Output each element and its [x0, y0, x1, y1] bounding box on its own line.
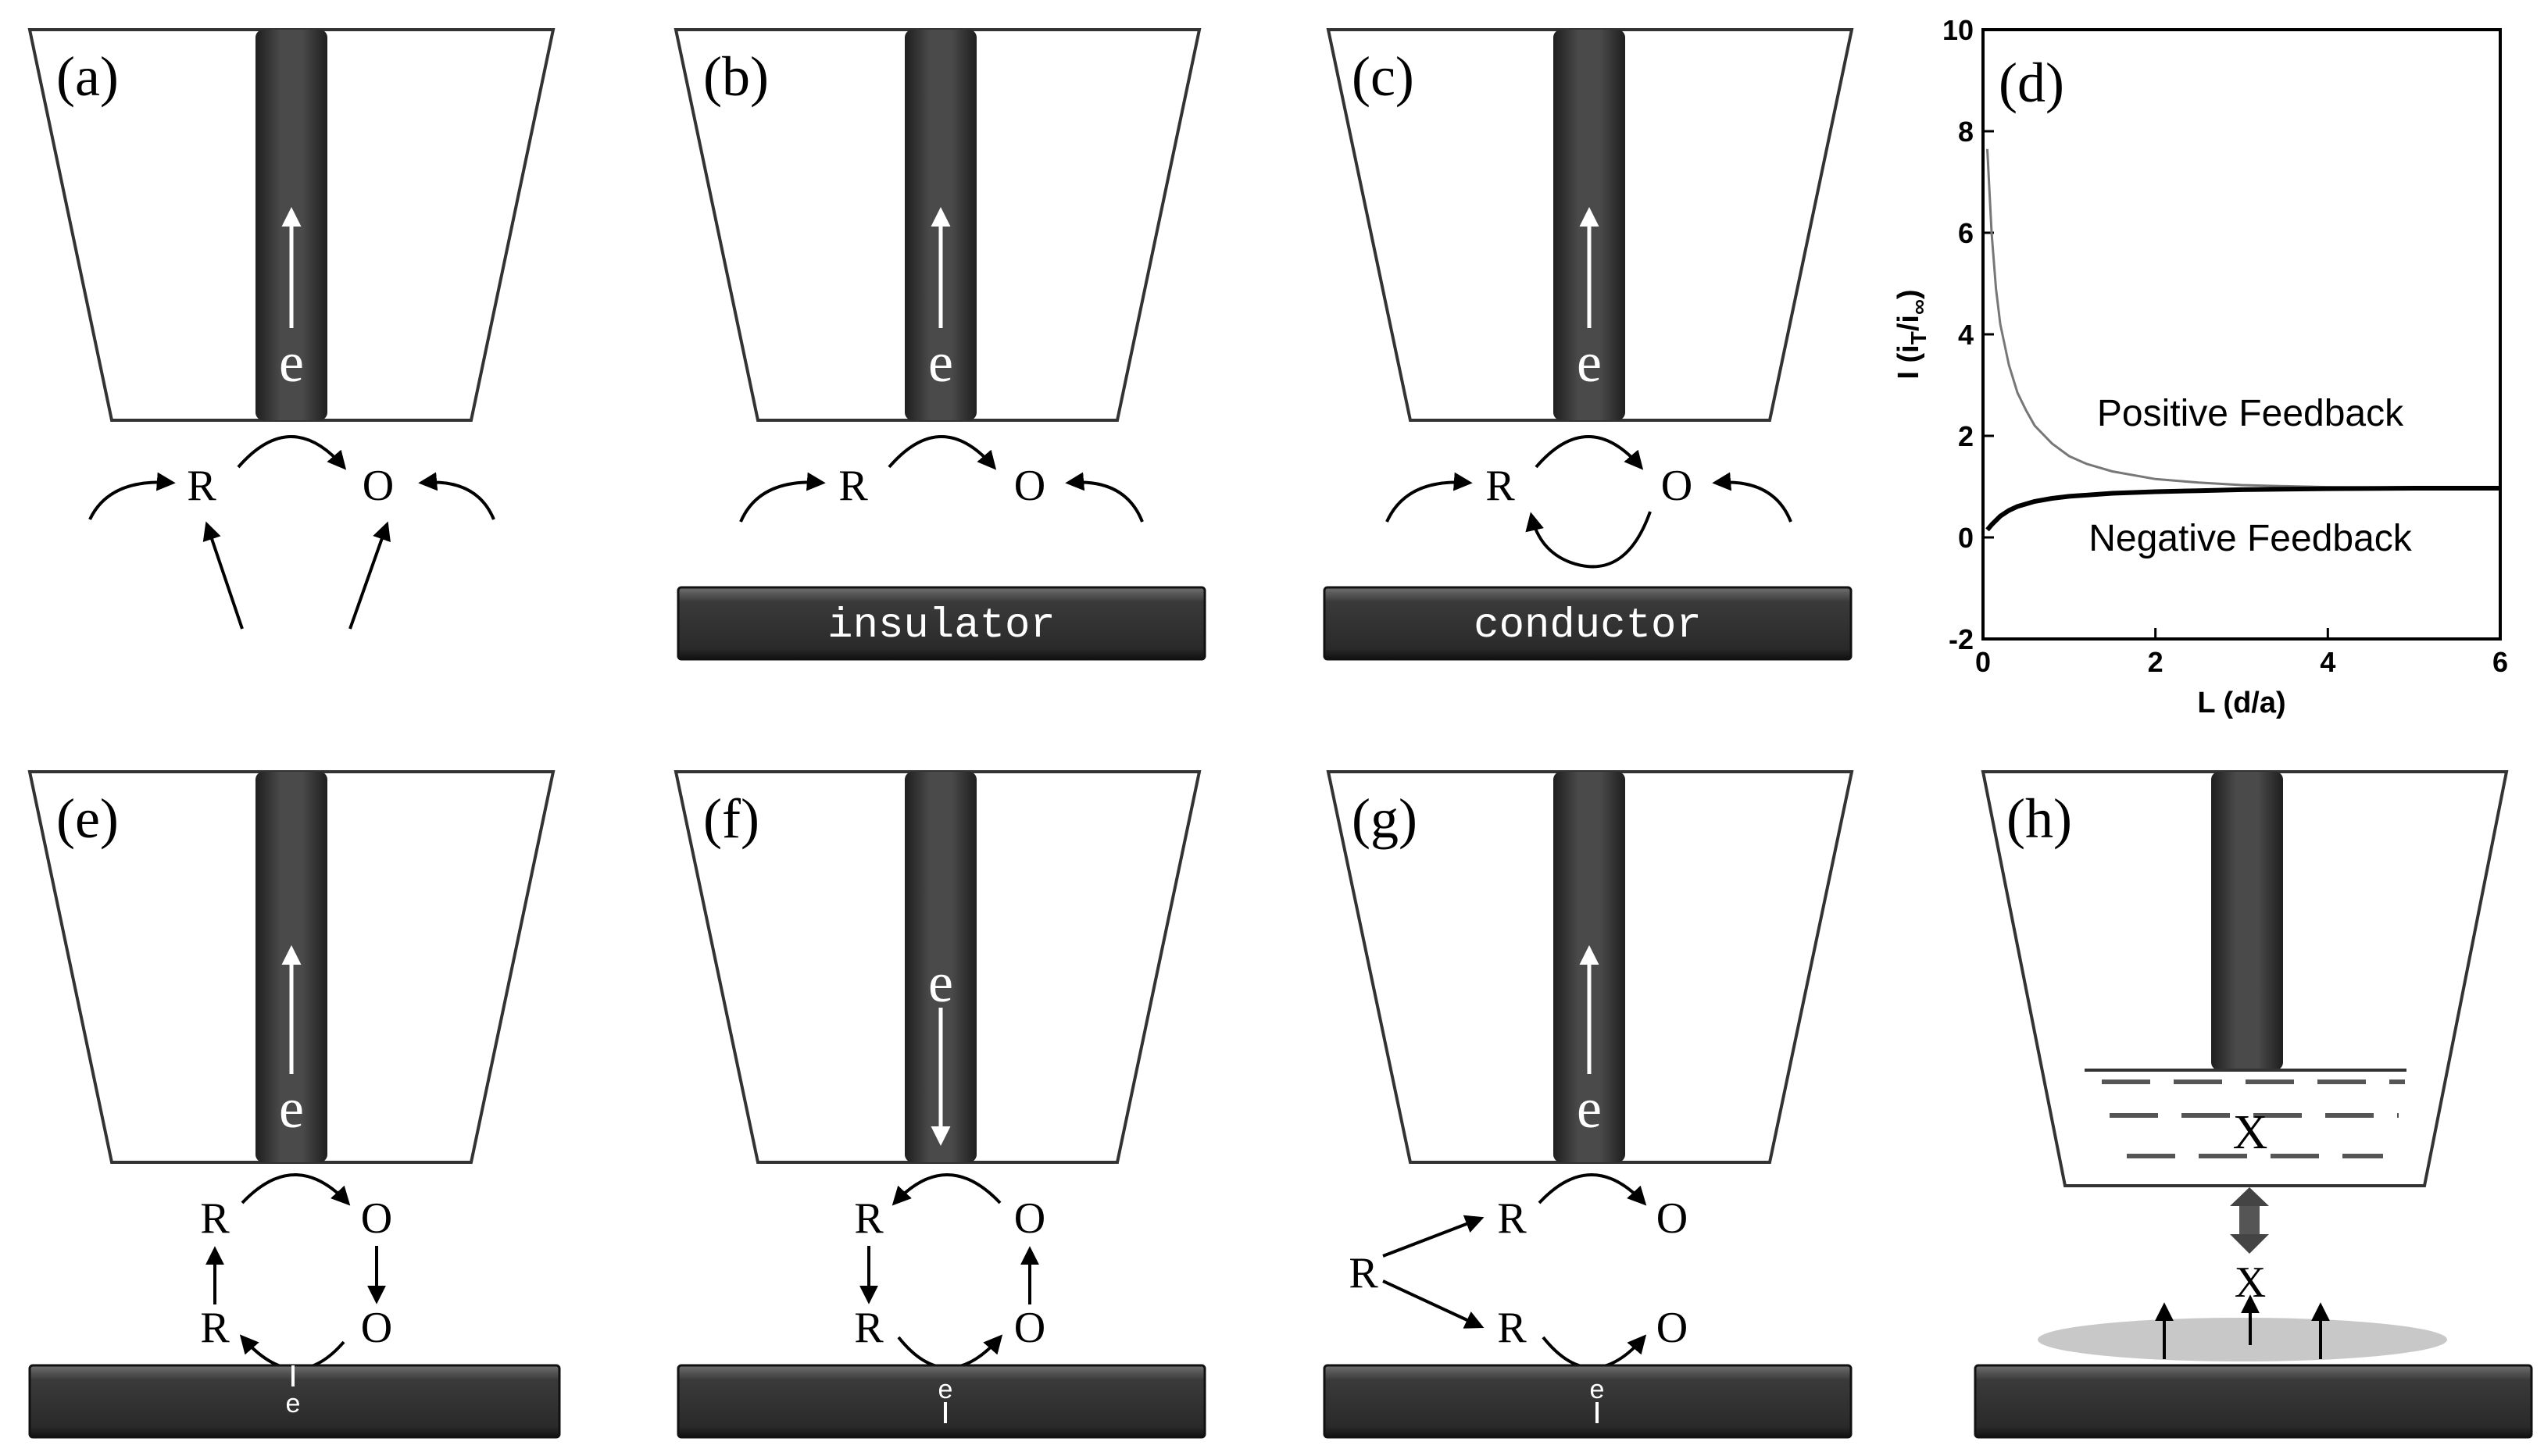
sub-redox-arrow [239, 1334, 345, 1371]
electrode-wire [905, 772, 977, 1162]
tip-reduced: R [200, 1194, 230, 1243]
y-tick-label: 8 [1958, 116, 1974, 148]
electron-label: e [1577, 331, 1602, 394]
oxidized-species: O [1014, 462, 1045, 510]
substrate-electron: e [286, 1389, 301, 1419]
panel-label: (h) [2006, 787, 2072, 850]
diffusion-arrow-left [88, 472, 176, 520]
panel-label: (f) [703, 787, 759, 850]
diffusion-arrow-right [1712, 472, 1792, 523]
diffusion-arrow-right [418, 472, 495, 520]
y-tick-label: 2 [1958, 420, 1974, 452]
dashed-layers [2102, 1080, 2405, 1158]
electron-label: e [279, 1077, 304, 1140]
source-arrow-down [1382, 1279, 1485, 1329]
reduced-species: R [1485, 462, 1515, 510]
sub-oxidized: O [1014, 1304, 1045, 1352]
sub-reduced: R [1497, 1304, 1527, 1352]
panel-e: e (e) R O R O e [27, 770, 561, 1439]
x-tick-label: 2 [2148, 646, 2163, 678]
diffusion-arrow-right [1065, 472, 1144, 523]
reduced-species: R [187, 462, 216, 510]
electron-label: e [279, 331, 304, 394]
series-label-positive: Positive Feedback [2097, 393, 2404, 434]
y-tick-label: 6 [1958, 217, 1974, 249]
electron-label: e [1577, 1077, 1602, 1140]
series-label-negative: Negative Feedback [2088, 518, 2413, 559]
x-tick-label: 0 [1975, 646, 1991, 678]
insulator-substrate [677, 586, 1206, 661]
double-arrow-icon [2230, 1187, 2269, 1254]
tip-oxidized: O [361, 1194, 392, 1243]
sample-spot [2038, 1318, 2447, 1361]
regeneration-arrow [1525, 511, 1652, 569]
diffusion-arrow-left [739, 472, 826, 523]
species-in-tip: X [2233, 1106, 2268, 1159]
substrate-electron: e [938, 1375, 953, 1404]
tip-redox-arrow [891, 1173, 1002, 1206]
tip-redox-arrow [1538, 1173, 1647, 1206]
panel-a: e (a) R O [27, 28, 556, 630]
panel-c: e (c) R O conductor [1323, 28, 1854, 661]
y-axis-label: I (iT/i∞) [1892, 289, 1931, 379]
panel-label: (b) [703, 45, 769, 108]
redox-arrow [237, 435, 347, 470]
tip-reduced: R [1497, 1194, 1527, 1243]
negative-feedback-line [1985, 486, 2500, 532]
y-tick-label: 4 [1958, 319, 1974, 351]
electrode-wire [2211, 772, 2283, 1070]
sub-reduced: R [200, 1304, 230, 1352]
tip-oxidized: O [1656, 1194, 1688, 1243]
sub-oxidized: O [361, 1304, 392, 1352]
y-tick-label: 0 [1958, 522, 1974, 554]
reduced-species: R [838, 462, 868, 510]
tip-oxidized: O [1014, 1194, 1045, 1243]
panel-label: (e) [56, 787, 119, 850]
sub-redox-arrow [897, 1334, 1003, 1369]
panel-b: e (b) R O insulator [674, 28, 1206, 661]
x-axis-label: L (d/a) [2197, 687, 2285, 719]
insulator-label: insulator [827, 602, 1056, 650]
source-arrow-up [1382, 1215, 1485, 1258]
x-tick-label: 6 [2492, 646, 2508, 678]
electron-label: e [928, 951, 953, 1014]
svg-text:I (iT/i∞): I (iT/i∞) [1892, 289, 1931, 379]
diffusion-arrow-bottom-left [202, 521, 244, 630]
panel-label: (c) [1352, 45, 1414, 108]
oxidized-species: O [363, 462, 394, 510]
electron-label: e [928, 331, 953, 394]
panel-label: (g) [1352, 787, 1417, 850]
tip-redox-arrow [241, 1173, 351, 1206]
y-tick-label: 10 [1942, 14, 1974, 46]
positive-feedback-line [1986, 148, 2501, 490]
substrate [1323, 1364, 1853, 1439]
conductor-substrate [1323, 586, 1853, 661]
redox-arrow [1535, 435, 1644, 470]
sub-oxidized: O [1656, 1304, 1688, 1352]
redox-arrow [888, 435, 997, 470]
panel-label: (a) [56, 45, 119, 108]
panel-f: e (f) R O R O e [674, 770, 1206, 1439]
diffusion-arrow-left [1385, 472, 1473, 523]
substrate [1974, 1364, 2533, 1439]
panel-h: (h) X X [1974, 770, 2533, 1439]
source-reduced: R [1349, 1249, 1378, 1297]
conductor-label: conductor [1474, 602, 1702, 650]
substrate-electron: e [1590, 1375, 1605, 1404]
panel-g: e (g) R R O R O e [1323, 770, 1854, 1439]
y-tick-label: -2 [1949, 623, 1974, 655]
sub-redox-arrow [1542, 1334, 1647, 1369]
panel-label: (d) [1999, 52, 2064, 114]
tip-reduced: R [854, 1194, 884, 1243]
sub-reduced: R [854, 1304, 884, 1352]
x-tick-label: 4 [2320, 646, 2335, 678]
oxidized-species: O [1661, 462, 1692, 510]
substrate [677, 1364, 1206, 1439]
diffusion-arrow-bottom-right [348, 521, 391, 630]
